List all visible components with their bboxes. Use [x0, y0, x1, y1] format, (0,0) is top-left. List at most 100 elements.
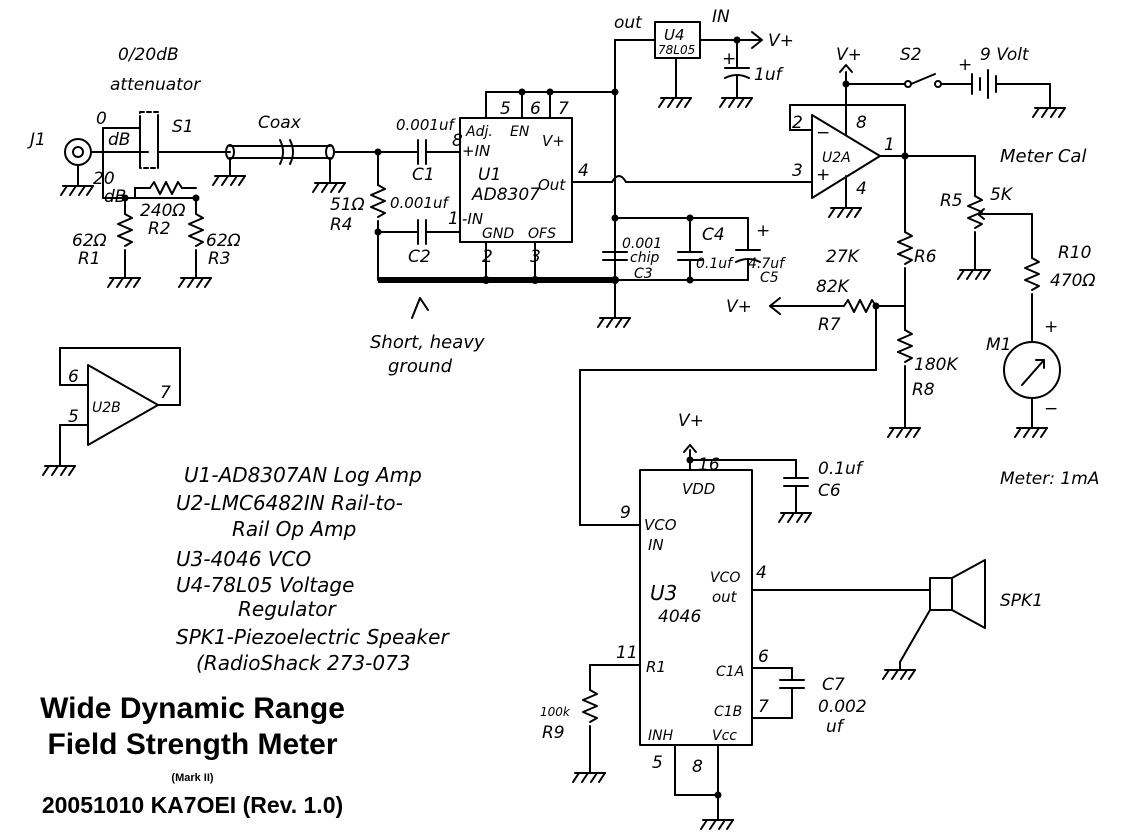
label-u3vcoin2: IN	[648, 536, 664, 554]
label-u1vp: V+	[542, 132, 565, 150]
title-mark: (Mark II)	[171, 772, 214, 784]
label-c3v2: chip	[630, 250, 659, 266]
label-db0b: dB	[108, 130, 130, 150]
u2a-opamp	[789, 64, 976, 218]
label-u3pin5: 5	[652, 753, 663, 773]
label-u4in: IN	[712, 7, 730, 27]
label-plus-c5: +	[756, 221, 770, 241]
label-c3: C3	[634, 266, 653, 282]
label-u3vcoout1: VCO	[710, 570, 740, 586]
label-u2apin2: 2	[792, 113, 803, 133]
label-u3pin16: 16	[698, 455, 720, 475]
parts-line-spk1b: (RadioShack 273-073	[196, 651, 411, 675]
u3-4046	[572, 444, 986, 830]
label-atten2: attenuator	[110, 75, 201, 95]
label-u2apin4: 4	[856, 179, 867, 199]
label-u1pin1: 1	[448, 209, 459, 229]
label-u1pin6: 6	[530, 99, 541, 119]
label-u1min: -IN	[462, 210, 483, 228]
label-db20b: dB	[104, 187, 126, 207]
label-c6v: 0.1uf	[818, 459, 865, 479]
label-s2: S2	[900, 45, 922, 65]
label-r7: R7	[818, 315, 841, 335]
parts-line-u2b: Rail Op Amp	[232, 517, 356, 541]
parts-line-spk1: SPK1-Piezoelectric Speaker	[176, 625, 450, 649]
label-c5: C5	[760, 270, 779, 286]
label-r10v: 470Ω	[1050, 271, 1095, 291]
label-u2bpin5: 5	[68, 407, 79, 427]
label-c2v: 0.001uf	[390, 194, 450, 212]
label-r9: R9	[542, 723, 565, 743]
label-r5: R5	[940, 191, 963, 211]
label-u1en: EN	[510, 124, 530, 140]
input-jack-j1	[60, 138, 149, 196]
label-u2apin8: 8	[856, 113, 867, 133]
label-u2b: U2B	[92, 400, 121, 416]
label-cap1uf: 1uf	[754, 65, 785, 85]
label-plus-batt: +	[958, 55, 972, 75]
label-u1pin7: 7	[558, 99, 569, 119]
label-u3pin9: 9	[620, 503, 631, 523]
label-c7: C7	[822, 675, 845, 695]
label-meter: Meter: 1mA	[1000, 469, 1099, 489]
label-u1in: +IN	[462, 142, 490, 160]
label-u3c1a: C1A	[716, 664, 744, 680]
label-metercal: Meter Cal	[1000, 146, 1086, 167]
label-u3chip: 4046	[658, 607, 701, 627]
label-u3vcc: Vcc	[712, 728, 737, 744]
heavy-ground-bus	[378, 276, 631, 328]
label-u1adj: Adj.	[465, 124, 493, 140]
label-u2bpin7: 7	[160, 383, 171, 403]
parts-line-u4b: Regulator	[238, 597, 337, 621]
label-u1gnd: GND	[482, 226, 514, 242]
label-u1u: U1	[478, 165, 501, 185]
label-minus-u2a: −	[816, 123, 830, 143]
label-r1v: 62Ω	[72, 231, 107, 251]
label-plus-u4: +	[722, 49, 736, 69]
label-r8v: 180K	[914, 355, 959, 375]
label-vplus-r7: V+	[726, 297, 752, 317]
label-r2v: 240Ω	[140, 201, 185, 221]
label-u3pin7: 7	[758, 697, 769, 717]
label-short2: ground	[388, 356, 453, 377]
label-spk1: SPK1	[1000, 591, 1043, 611]
label-u1pin2: 2	[482, 247, 493, 267]
label-c4: C4	[702, 225, 725, 245]
label-r2: R2	[148, 219, 171, 239]
label-u2a: U2A	[822, 150, 851, 166]
label-short1: Short, heavy	[370, 332, 485, 353]
label-plus-m1: +	[1044, 317, 1058, 337]
label-u3pin4: 4	[756, 563, 767, 583]
label-r8: R8	[912, 380, 935, 400]
title-revision: 20051010 KA7OEI (Rev. 1.0)	[41, 792, 344, 818]
label-s1: S1	[172, 117, 194, 137]
divider-network	[579, 152, 921, 526]
label-c6: C6	[818, 481, 841, 501]
label-r4v: 51Ω	[330, 195, 365, 215]
label-u2bpin6: 6	[68, 367, 79, 387]
label-j1: J1	[27, 130, 46, 150]
label-u3pin11: 11	[616, 643, 638, 663]
label-r9v: 100k	[540, 705, 571, 719]
supply-rail	[602, 21, 763, 284]
label-u2apin3: 3	[792, 161, 803, 181]
label-c1: C1	[412, 165, 435, 185]
parts-line-u2: U2-LMC6482IN Rail-to-	[176, 491, 403, 515]
label-u3inh: INH	[648, 728, 674, 744]
label-c7v1: 0.002	[818, 697, 867, 717]
label-atten1: 0/20dB	[118, 45, 179, 65]
parts-line-u3: U3-4046 VCO	[176, 547, 311, 571]
parts-line-u4: U4-78L05 Voltage	[176, 573, 354, 597]
label-coax: Coax	[258, 113, 302, 133]
u1-ad8307	[459, 88, 791, 281]
label-minus-m1: −	[1044, 399, 1058, 419]
label-u1pin3: 3	[530, 247, 541, 267]
label-plus-u2a: +	[816, 165, 830, 185]
label-db0a: 0	[96, 109, 107, 129]
label-u3u: U3	[650, 581, 677, 605]
label-r5v: 5K	[990, 185, 1014, 205]
label-vplus-u4: V+	[768, 31, 794, 51]
meter-network	[957, 155, 1061, 438]
label-r10: R10	[1058, 243, 1091, 263]
label-u4out: out	[614, 13, 643, 33]
